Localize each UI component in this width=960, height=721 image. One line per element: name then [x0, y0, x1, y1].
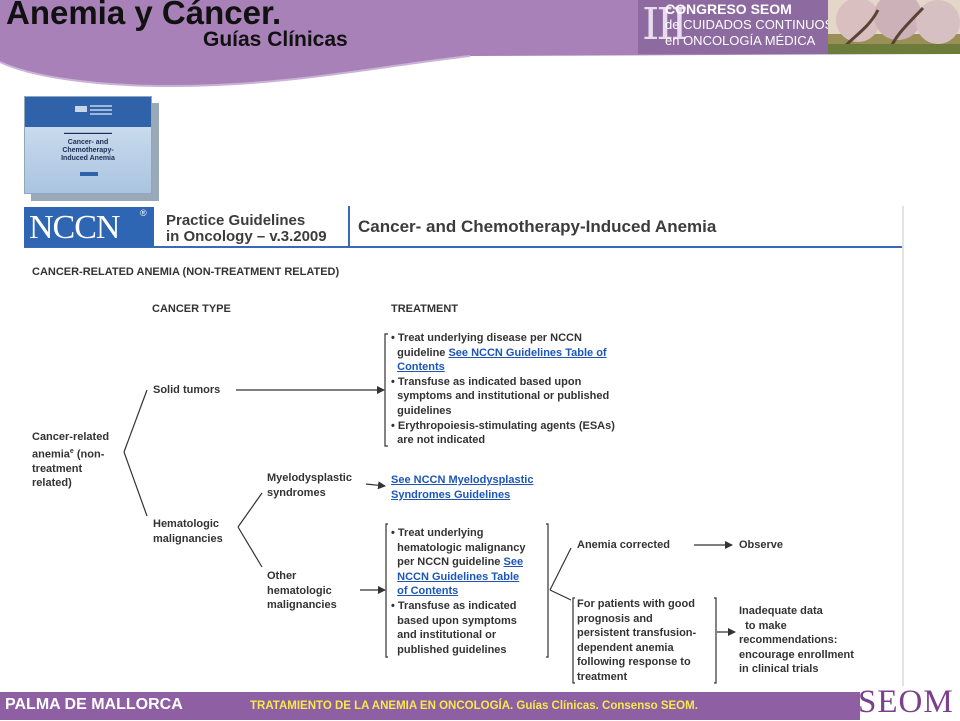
link-myelo-l1[interactable]: See NCCN Myelodysplastic	[391, 474, 534, 486]
root-line-3: treatment	[32, 462, 83, 475]
heme-l2: hematologic malignancy	[397, 541, 526, 554]
nccn-logo	[24, 207, 154, 247]
nccn-banner	[24, 206, 904, 248]
root-line-1: Cancer-related	[32, 431, 110, 443]
good-l2: prognosis and	[577, 612, 653, 625]
heme-l3: per NCCN guideline	[397, 556, 501, 569]
footer-bar	[0, 692, 860, 720]
solid-b2-l1: Transfuse as indicated based upon	[397, 375, 582, 388]
cover-title-2: Chemotherapy-	[62, 147, 114, 154]
guideline-cover-thumbnail: ▬▬▬▬▬▬▬▬▬▬▬▬ Cancer- and Chemotherapy- I…	[24, 96, 152, 194]
congress-line-1: CONGRESO SEOM	[665, 1, 792, 17]
good-l5: following response to	[577, 656, 691, 669]
solid-b2-l2: symptoms and institutional or published	[397, 390, 610, 403]
heme-l1: Treat underlying	[397, 527, 484, 539]
nccn-registered-mark: ®	[140, 208, 147, 218]
inad-l5: in clinical trials	[739, 663, 819, 676]
node-inadequate-data: Inadequate data to make recommendations:…	[739, 604, 854, 677]
congress-line-2: de CUIDADOS CONTINUOS	[665, 17, 834, 32]
footer-location: PALMA DE MALLORCA	[5, 696, 183, 713]
myelodysplastic-link[interactable]: See NCCN Myelodysplastic Syndromes Guide…	[391, 473, 533, 502]
node-anemia-corrected: Anemia corrected	[577, 539, 670, 551]
page-edge	[902, 206, 904, 686]
good-l3: persistent transfusion-	[577, 627, 697, 640]
hematologic-treatment: • Treat underlying hematologic malignanc…	[391, 527, 526, 656]
solid-tumor-treatment: • Treat underlying disease per NCCN guid…	[391, 332, 615, 447]
solid-b3-l1: Erythropoiesis-stimulating agents (ESAs)	[397, 419, 615, 432]
node-solid-tumors: Solid tumors	[153, 384, 221, 396]
node-hematologic: Hematologic malignancies	[153, 517, 223, 546]
cover-title-1: Cancer- and	[67, 139, 109, 146]
myelo-l1: Myelodysplastic	[267, 472, 352, 484]
seom-logo: SEOM	[858, 684, 954, 720]
practice-guidelines-line-1: Practice Guidelines	[166, 212, 306, 229]
link-myelo-l2[interactable]: Syndromes Guidelines	[391, 488, 511, 501]
node-observe: Observe	[739, 539, 784, 551]
footnote-e: e	[69, 447, 74, 455]
inad-l1: Inadequate data	[739, 605, 823, 617]
node-other-hematologic: Other hematologic malignancies	[267, 569, 337, 613]
myelo-l2: syndromes	[267, 486, 326, 499]
root-line-2a: anemia	[32, 448, 70, 461]
heme-l5: based upon symptoms	[397, 614, 517, 627]
solid-b2-l3: guidelines	[397, 404, 452, 417]
other-l1: Other	[267, 570, 297, 582]
heme-l7: published guidelines	[397, 643, 507, 656]
solid-b1-l2: guideline	[397, 346, 446, 359]
good-l6: treatment	[577, 670, 628, 683]
solid-b1-l1: Treat underlying disease per NCCN	[397, 332, 582, 344]
link-nccn-toc-2c[interactable]: of Contents	[397, 585, 459, 598]
cover-title-3: Induced Anemia	[61, 155, 115, 162]
banner-title: Cancer- and Chemotherapy-Induced Anemia	[358, 217, 717, 236]
page-subtitle: Guías Clínicas	[203, 28, 348, 51]
landscape-photo	[828, 0, 960, 54]
footer-caption: TRATAMIENTO DE LA ANEMIA EN ONCOLOGÍA. G…	[250, 700, 698, 712]
congress-numeral: III	[642, 0, 688, 50]
nccn-logo-text: NCCN	[29, 209, 120, 246]
column-header-cancer-type: CANCER TYPE	[152, 303, 231, 315]
root-line-2b: (non-	[76, 448, 105, 461]
good-l1: For patients with good	[577, 598, 695, 610]
inad-l3: recommendations:	[739, 634, 838, 647]
link-nccn-toc-2b[interactable]: NCCN Guidelines Table	[397, 570, 520, 583]
inad-l4: encourage enrollment	[739, 648, 854, 661]
heme-l6: and institutional or	[397, 629, 497, 642]
heme-l4: Transfuse as indicated	[397, 599, 517, 612]
other-l3: malignancies	[267, 599, 337, 612]
other-l2: hematologic	[267, 584, 332, 597]
hematologic-l2: malignancies	[153, 532, 223, 545]
hematologic-l1: Hematologic	[153, 518, 220, 530]
solid-b3-l2: are not indicated	[397, 434, 486, 447]
column-header-treatment: TREATMENT	[391, 303, 459, 315]
link-nccn-toc-1b[interactable]: Contents	[397, 361, 445, 374]
node-good-prognosis: For patients with good prognosis and per…	[577, 597, 696, 685]
good-l4: dependent anemia	[577, 641, 674, 654]
congress-line-3: en ONCOLOGÍA MÉDICA	[665, 33, 816, 48]
root-node: Cancer-related anemiae (non- treatment r…	[32, 430, 109, 491]
page-title: Anemia y Cáncer.	[6, 0, 282, 31]
inad-l2: to make	[745, 619, 787, 632]
root-line-4: related)	[32, 477, 72, 490]
seom-logo-bg	[860, 686, 960, 720]
practice-guidelines-line-2: in Oncology – v.3.2009	[166, 228, 327, 245]
banner-divider	[348, 206, 350, 246]
section-title: CANCER-RELATED ANEMIA (NON-TREATMENT REL…	[32, 266, 340, 278]
node-myelodysplastic: Myelodysplastic syndromes	[267, 471, 352, 500]
link-nccn-toc-1[interactable]: See NCCN Guidelines Table of	[448, 346, 607, 359]
congress-logo: III CONGRESO SEOM de CUIDADOS CONTINUOS …	[638, 0, 833, 54]
link-nccn-toc-2a[interactable]: See	[503, 556, 524, 569]
